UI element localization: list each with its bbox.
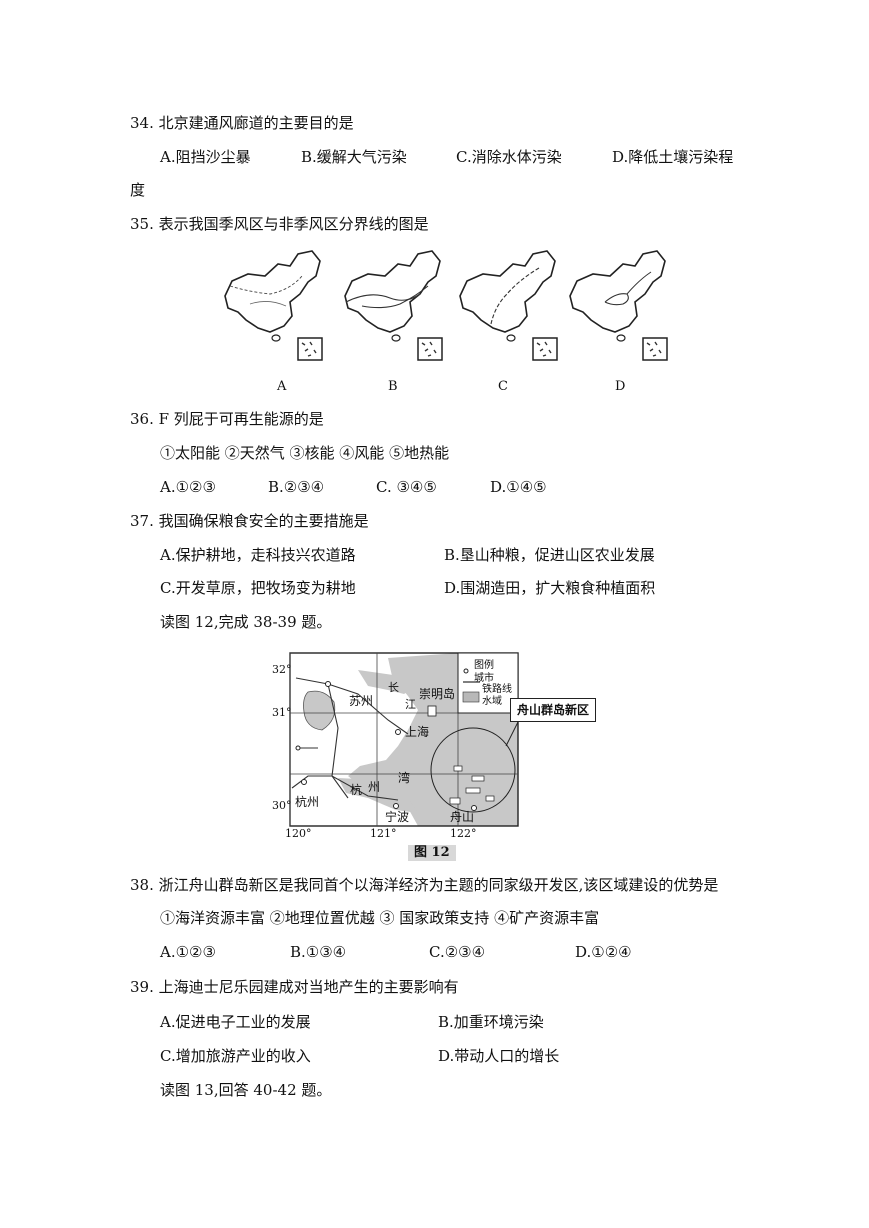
lon-121: 121° xyxy=(370,827,397,840)
q38-stem: 38. 浙江舟山群岛新区是我同首个以海洋经济为主题的同家级开发区,该区域建设的优… xyxy=(130,876,719,894)
q39-option-d: D.带动人口的增长 xyxy=(438,1047,560,1065)
q36-option-a: A.①②③ xyxy=(160,478,216,496)
city-suzhou: 苏州 xyxy=(349,694,374,708)
q34-option-b: B.缓解大气污染 xyxy=(301,148,407,166)
place-wan: 湾 xyxy=(398,771,411,785)
china-map-b xyxy=(344,250,443,361)
q37-option-d: D.围湖造田，扩大粮食种植面积 xyxy=(444,579,656,597)
q39-stem: 39. 上海迪士尼乐园建成对当地产生的主要影响有 xyxy=(130,978,459,996)
q39-option-c: C.增加旅游产业的收入 xyxy=(160,1047,311,1065)
q37-option-a: A.保护耕地，走科技兴农道路 xyxy=(160,546,356,564)
q37-stem: 37. 我国确保粮食安全的主要措施是 xyxy=(130,512,369,530)
city-shanghai: 上海 xyxy=(405,725,430,739)
china-map-d xyxy=(569,250,668,361)
china-map-c xyxy=(459,250,558,361)
q38-option-a: A.①②③ xyxy=(160,943,216,961)
q38-option-c: C.②③④ xyxy=(429,943,486,961)
q35-stem: 35. 表示我国季风区与非季风区分界线的图是 xyxy=(130,215,429,233)
q36-option-d: D.①④⑤ xyxy=(490,478,547,496)
q34-option-d-wrap: 度 xyxy=(130,181,146,199)
place-chang: 长 xyxy=(388,681,399,694)
place-zhou: 州 xyxy=(368,780,381,794)
zhoushan-callout: 舟山群岛新区 xyxy=(510,698,597,722)
q36-option-b: B.②③④ xyxy=(268,478,325,496)
q36-stem: 36. F 列屁于可再生能源的是 xyxy=(130,410,324,428)
q39-option-a: A.促进电子工业的发展 xyxy=(160,1013,311,1031)
lat-31: 31° xyxy=(272,706,292,719)
q36-items: ①太阳能 ②天然气 ③核能 ④风能 ⑤地热能 xyxy=(160,444,450,462)
q34-option-c: C.消除水体污染 xyxy=(456,148,562,166)
city-ningbo: 宁波 xyxy=(385,810,410,824)
place-hang: 杭 xyxy=(350,783,363,797)
map-label-c: C xyxy=(498,379,508,394)
read-figure-12: 读图 12,完成 38-39 题。 xyxy=(160,613,332,631)
q37-option-b: B.垦山种粮，促进山区农业发展 xyxy=(444,546,655,564)
q38-option-b: B.①③④ xyxy=(290,943,347,961)
lat-30: 30° xyxy=(272,799,292,812)
map-label-b: B xyxy=(388,379,398,394)
q34-option-d: D.降低土壤污染程 xyxy=(612,148,734,166)
city-zhoushan: 舟山 xyxy=(450,810,475,824)
place-chongming: 崇明岛 xyxy=(419,687,456,701)
q37-option-c: C.开发草原，把牧场变为耕地 xyxy=(160,579,356,597)
q38-items: ①海洋资源丰富 ②地理位置优越 ③ 国家政策支持 ④矿产资源丰富 xyxy=(160,909,600,927)
q36-option-c: C. ③④⑤ xyxy=(376,478,437,496)
q38-option-d: D.①②④ xyxy=(575,943,632,961)
figure-12-map xyxy=(289,652,519,827)
legend-railway: 铁路线 xyxy=(482,684,512,695)
figure-12-caption: 图 12 xyxy=(408,845,456,861)
lat-32: 32° xyxy=(272,663,292,676)
china-maps-figure xyxy=(224,250,668,361)
lon-120: 120° xyxy=(285,827,312,840)
q39-option-b: B.加重环境污染 xyxy=(438,1013,544,1031)
read-figure-13: 读图 13,回答 40-42 题。 xyxy=(160,1081,332,1099)
place-jiang: 江 xyxy=(405,698,416,711)
map-label-d: D xyxy=(615,379,626,394)
china-map-a xyxy=(224,250,323,361)
legend-city: 城市 xyxy=(474,673,494,684)
map-label-a: A xyxy=(277,379,287,394)
city-hangzhou: 杭州 xyxy=(295,795,320,809)
q34-stem: 34. 北京建通风廊道的主要目的是 xyxy=(130,114,354,132)
lon-122: 122° xyxy=(450,827,477,840)
q34-option-a: A.阻挡沙尘暴 xyxy=(160,148,251,166)
legend-water: 水域 xyxy=(482,696,502,707)
legend-title: 图例 xyxy=(474,660,494,671)
